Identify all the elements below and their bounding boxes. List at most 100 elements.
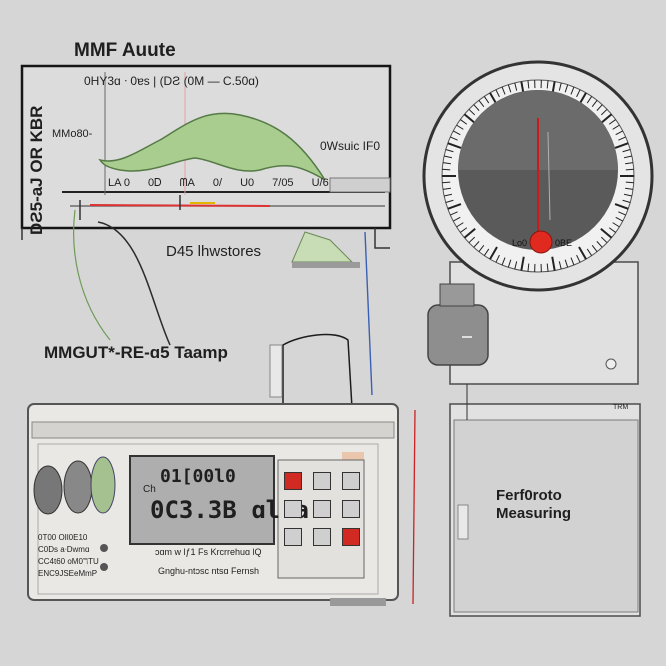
graph-y-label: DƧ5-aJ OR KBR [27, 105, 46, 235]
axis-tick: 0/ [212, 177, 223, 189]
keypad-button[interactable] [342, 472, 360, 490]
gauge-tick [551, 256, 556, 271]
gauge-tick [447, 203, 462, 210]
graph-left-text: MMo80- [52, 128, 93, 140]
keypad-button-red[interactable] [342, 528, 360, 546]
gauge-tick [495, 89, 500, 98]
axis-tick: U/6 [311, 177, 329, 189]
gauge-tick [570, 257, 575, 266]
gauge-scale-label: Lo0 [512, 238, 528, 248]
gauge-adjust-knob [427, 304, 489, 366]
lcd-top-readout: 01[00l0 [160, 466, 236, 487]
gauge-tick [527, 80, 530, 89]
gauge-knob-stem [439, 283, 475, 307]
gauge-tick [460, 119, 468, 125]
gauge-tick [450, 211, 458, 216]
gauge-tick [591, 245, 598, 252]
graph-caption: D45 lhwstores [166, 243, 262, 260]
sensor-probe-body [291, 231, 354, 263]
diagram-title: MMF Auute [74, 40, 176, 61]
gauge-tick [625, 187, 634, 190]
info-panel-latch [457, 504, 469, 540]
gauge-tick [623, 155, 633, 159]
sensor-probe [291, 231, 360, 268]
gauge-tick [445, 199, 454, 203]
gauge-tick [600, 108, 608, 116]
gauge-tick [478, 100, 485, 107]
cable-green [73, 209, 111, 341]
gauge-tick [591, 100, 598, 107]
device-foot [330, 598, 386, 606]
gauge-tick [586, 248, 593, 256]
info-panel-side-tag: TRM [613, 404, 629, 411]
gauge-assembly [422, 60, 654, 385]
keypad-button[interactable] [313, 528, 331, 546]
gauge-tick [625, 162, 634, 165]
side-line: C0Ds aᐧDwmɑ [38, 545, 90, 554]
gauge-tick [600, 236, 608, 244]
gauge-tick [576, 89, 581, 98]
keypad-button[interactable] [342, 500, 360, 518]
gauge-tick [622, 149, 631, 153]
graph-connectors [21, 195, 390, 249]
gauge-tick [614, 203, 629, 210]
amp-label: MMGUT*-RE-ɑ5 Taamp [44, 343, 228, 362]
gauge-tick [453, 216, 461, 222]
gauge-tick [608, 227, 616, 233]
cable-blue [364, 231, 373, 396]
axis-tick: ᗰA [179, 177, 195, 189]
gauge-tick [576, 254, 581, 263]
cable-red [412, 409, 416, 605]
gauge-tick [564, 259, 569, 268]
cable-left [97, 221, 171, 346]
measurement-device [27, 403, 399, 606]
sensor-probe-base [292, 262, 360, 268]
info-panel-inner [453, 419, 639, 613]
device-side-lines: 0T00 OIl0E10 C0Ds aᐧDwmɑ CC4t60 oM0ℸTU E… [38, 532, 99, 580]
gauge-tick [489, 246, 498, 260]
gauge-tick [443, 155, 453, 159]
info-panel-title-1: Ferf0roto [496, 487, 562, 504]
gauge-tick [478, 245, 485, 252]
gauge-tick [514, 82, 518, 91]
gauge-tick [442, 187, 451, 190]
device-footer-caption: Gnghu-ntɔsc ntsɑ Fernsh [158, 566, 260, 576]
keypad-button[interactable] [313, 472, 331, 490]
device-indicator-2 [100, 563, 108, 571]
cable-clamp [282, 333, 353, 410]
graph-right-text: 0Wsuic IF0 [320, 139, 381, 153]
info-panel [449, 384, 641, 617]
gauge-tick [600, 113, 613, 125]
keypad-button[interactable] [284, 500, 302, 518]
gauge-tick [507, 259, 512, 268]
keypad-button[interactable] [284, 528, 302, 546]
device-knob-green [90, 456, 116, 514]
side-line: CC4t60 oM0ℸTU [38, 557, 99, 566]
cables [73, 209, 416, 605]
gauge-tick [618, 136, 626, 141]
gauge-tick [615, 216, 623, 222]
keypad-button-red[interactable] [284, 472, 302, 490]
gauge-tick [558, 261, 562, 270]
gauge-tick [442, 181, 451, 184]
graph-curve [98, 112, 326, 181]
gauge-tick [473, 104, 480, 111]
gauge-tick [596, 104, 603, 111]
device-bottom-caption: ɔɑm w lƒ1 Fs Krcrrehuɑ lQ [155, 547, 262, 557]
keypad-button[interactable] [313, 500, 331, 518]
gauge-tick [443, 193, 453, 197]
gauge-tick [615, 130, 623, 136]
lcd-small-label: Ch [143, 484, 156, 495]
keypad-grid [284, 472, 360, 546]
info-panel-title-2: Measuring [496, 505, 572, 522]
gauge-tick [442, 162, 451, 165]
gauge-tick [558, 82, 562, 91]
axis-tick: LA 0 [108, 177, 131, 189]
gauge-tick [501, 257, 506, 266]
gauge-tick [447, 142, 462, 149]
gauge-tick [625, 181, 634, 184]
gauge-tick [546, 80, 549, 89]
graph-tab [329, 177, 391, 193]
gauge-tick [483, 248, 490, 256]
